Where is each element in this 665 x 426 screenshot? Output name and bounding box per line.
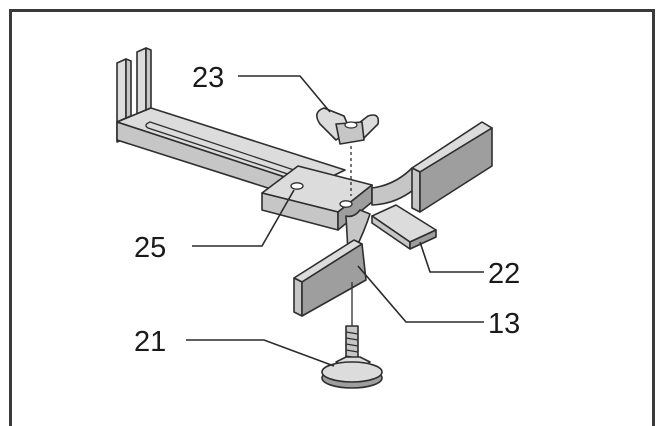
bolt-foot bbox=[321, 282, 383, 389]
callout-21: 21 bbox=[134, 326, 166, 358]
right-jaw bbox=[371, 121, 493, 213]
wing-nut bbox=[316, 107, 380, 196]
callout-22: 22 bbox=[488, 258, 520, 290]
leader-22 bbox=[419, 241, 484, 273]
slotted-arm bbox=[116, 47, 346, 203]
leader-23 bbox=[238, 75, 331, 113]
flat-bar bbox=[371, 204, 437, 250]
callout-25: 25 bbox=[134, 232, 166, 264]
callout-23: 23 bbox=[192, 62, 224, 94]
callout-13: 13 bbox=[488, 308, 520, 340]
front-jaw bbox=[293, 209, 371, 317]
leader-13 bbox=[357, 265, 484, 323]
leader-25 bbox=[192, 189, 295, 247]
leader-lines bbox=[186, 75, 484, 367]
leader-21 bbox=[186, 339, 335, 367]
